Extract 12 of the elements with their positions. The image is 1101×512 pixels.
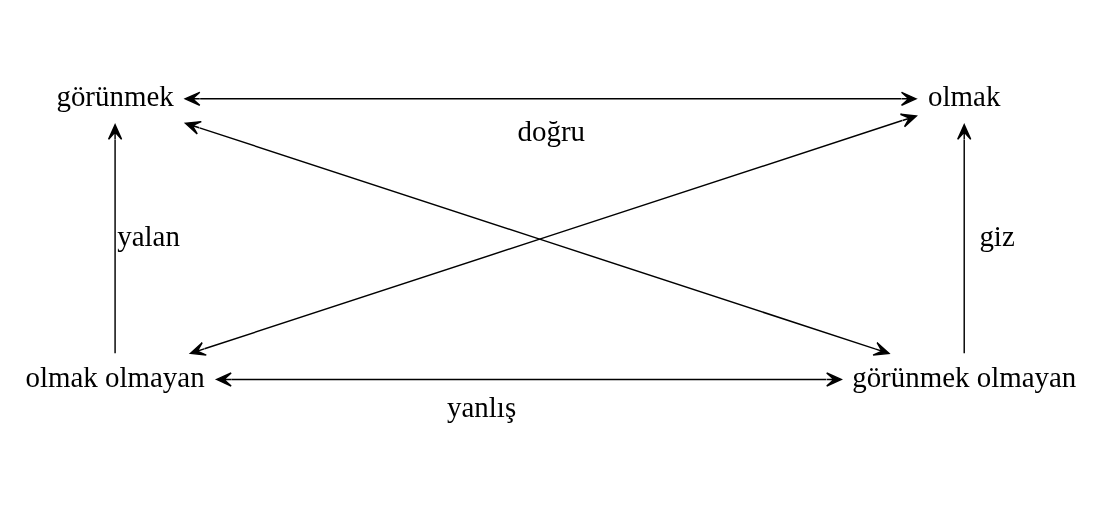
node-text: görünmek <box>56 79 174 112</box>
edge-label: doğru <box>517 114 586 147</box>
arrow <box>957 123 972 354</box>
arrow <box>215 371 842 387</box>
edge-label: yalan <box>117 219 180 252</box>
arrow <box>184 91 917 106</box>
node-text: görünmek olmayan <box>852 360 1077 393</box>
node-text: olmak <box>928 79 1001 112</box>
edge-label: giz <box>979 219 1015 252</box>
node-text: olmak olmayan <box>25 360 205 393</box>
edge-label: yanlış <box>447 390 517 423</box>
arrow <box>107 123 123 354</box>
